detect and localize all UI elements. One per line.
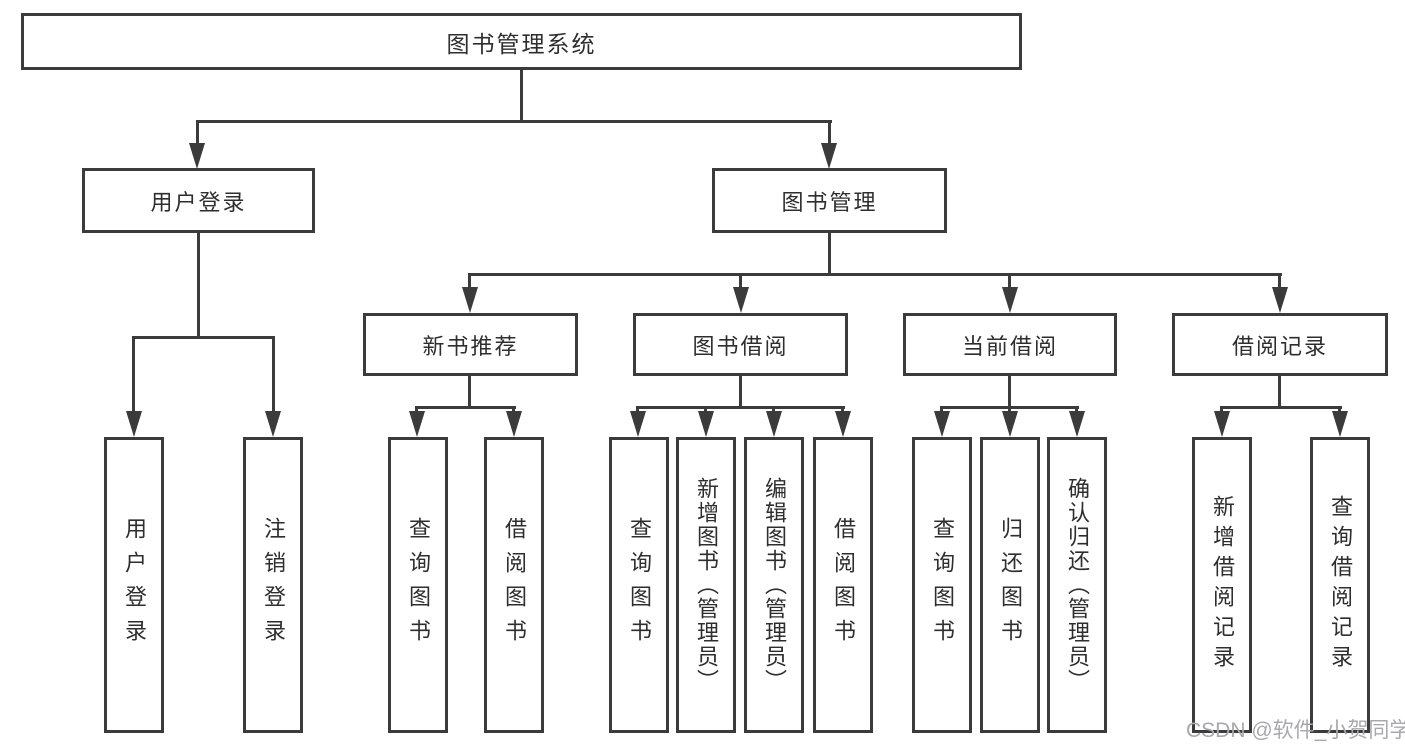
connector-drop-current-borrow: [1008, 273, 1011, 289]
node-bb-query: 查询图书: [609, 437, 669, 733]
arrowhead-bb-borrow: [835, 411, 851, 437]
connector-drop-book-borrow: [739, 273, 742, 289]
node-book-borrow: 图书借阅: [633, 313, 848, 376]
arrowhead-cb-return: [1002, 411, 1018, 437]
connector-drop-nr-borrow: [512, 406, 515, 414]
connector-root-stub: [520, 70, 523, 120]
csdn-watermark: CSDN @软件_小贺同学: [1186, 719, 1405, 742]
node-nr-query: 查询图书: [388, 437, 448, 733]
connector-drop-new-book-rec: [468, 273, 471, 289]
connector-drop-ul-logout: [272, 336, 275, 411]
arrowhead-cb-confirm: [1069, 411, 1085, 437]
node-ul-login: 用户登录: [104, 437, 164, 733]
arrowhead-book-mgmt: [821, 143, 837, 169]
node-root: 图书管理系统: [21, 13, 1022, 70]
connector-drop-bb-query: [636, 406, 639, 414]
connector-drop-book-mgmt: [828, 120, 831, 145]
node-cb-confirm: 确认归还（管理员）: [1047, 437, 1107, 733]
connector-br-split: [1220, 406, 1342, 409]
node-cb-query: 查询图书: [912, 437, 972, 733]
connector-nr-stub: [468, 376, 471, 406]
connector-drop-br-query: [1338, 406, 1341, 414]
connector-drop-user-login: [196, 120, 199, 145]
arrowhead-bb-edit: [766, 411, 782, 437]
arrowhead-bb-query: [630, 411, 646, 437]
connector-drop-cb-query: [940, 406, 943, 414]
arrowhead-br-add: [1214, 411, 1230, 437]
connector-br-stub: [1278, 376, 1281, 406]
node-bb-add: 新增图书（管理员）: [676, 437, 736, 733]
node-current-borrow: 当前借阅: [903, 313, 1117, 376]
connector-drop-ul-login: [132, 336, 135, 411]
arrowhead-borrow-record: [1272, 287, 1288, 313]
node-ul-logout: 注销登录: [243, 437, 303, 733]
arrowhead-new-book-rec: [462, 287, 478, 313]
connector-bb-stub: [739, 376, 742, 406]
node-bb-borrow: 借阅图书: [813, 437, 873, 733]
connector-drop-cb-confirm: [1075, 406, 1078, 414]
arrowhead-nr-borrow: [506, 411, 522, 437]
connector-drop-nr-query: [415, 406, 418, 414]
connector-drop-cb-return: [1008, 406, 1011, 414]
node-borrow-record: 借阅记录: [1172, 313, 1388, 376]
connector-nr-split: [415, 406, 516, 409]
connector-ul-stub: [197, 233, 200, 336]
arrowhead-user-login: [189, 143, 205, 169]
arrowhead-current-borrow: [1002, 287, 1018, 313]
node-nr-borrow: 借阅图书: [484, 437, 544, 733]
node-book-mgmt: 图书管理: [712, 168, 947, 233]
connector-drop-bb-borrow: [841, 406, 844, 414]
connector-bm-split: [468, 273, 1282, 276]
arrowhead-nr-query: [409, 411, 425, 437]
connector-bb-split: [636, 406, 845, 409]
node-cb-return: 归还图书: [980, 437, 1040, 733]
connector-drop-bb-edit: [772, 406, 775, 414]
node-bb-edit: 编辑图书（管理员）: [744, 437, 804, 733]
arrowhead-book-borrow: [733, 287, 749, 313]
arrowhead-cb-query: [934, 411, 950, 437]
connector-drop-bb-add: [704, 406, 707, 414]
arrowhead-bb-add: [698, 411, 714, 437]
arrowhead-ul-login: [126, 411, 142, 437]
connector-cb-stub: [1008, 376, 1011, 406]
node-new-book-rec: 新书推荐: [363, 313, 578, 376]
node-user-login: 用户登录: [82, 168, 315, 233]
arrowhead-ul-logout: [265, 411, 281, 437]
arrowhead-br-query: [1332, 411, 1348, 437]
connector-drop-br-add: [1220, 406, 1223, 414]
connector-root-split: [196, 120, 832, 123]
node-br-query: 查询借阅记录: [1310, 437, 1370, 733]
node-br-add: 新增借阅记录: [1192, 437, 1252, 733]
connector-bm-stub: [828, 233, 831, 273]
connector-drop-borrow-record: [1278, 273, 1281, 289]
connector-ul-split: [132, 336, 275, 339]
